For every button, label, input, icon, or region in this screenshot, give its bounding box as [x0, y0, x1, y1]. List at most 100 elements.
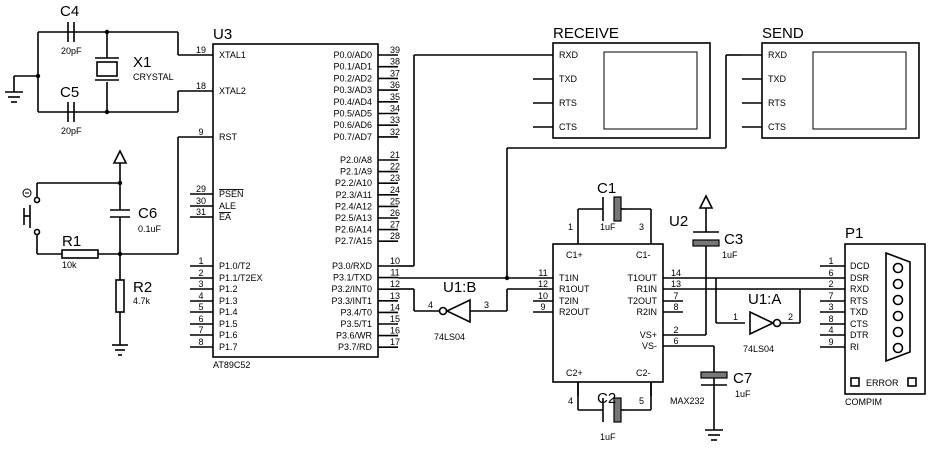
max232-pin-11-label: T1IN — [559, 273, 579, 283]
u3-pin-18-label: XTAL2 — [219, 86, 246, 96]
max232-pin-9-label: R2OUT — [559, 307, 590, 317]
max232-pin-12-label: R1OUT — [559, 284, 590, 294]
max232-pin-13-label: R1IN — [636, 284, 657, 294]
u3-pin-15-number: 15 — [390, 314, 400, 324]
p1-pin-8-label: CTS — [850, 319, 868, 329]
u3-pin-21-number: 21 — [390, 150, 400, 160]
u3-pin-29-label: PSEN — [219, 189, 244, 199]
u3-pin-13-number: 13 — [390, 291, 400, 301]
u3-pin-3-number: 3 — [198, 279, 203, 289]
u3-pin-8-number: 8 — [198, 337, 203, 347]
u3-pin-22-label: P2.1/A9 — [340, 167, 372, 177]
c2-ref: C2 — [597, 390, 616, 407]
p1-pin-8-number: 8 — [828, 314, 833, 324]
u3-pin-10-number: 10 — [390, 256, 400, 266]
max232-pin-11-number: 11 — [538, 268, 547, 278]
p1-pin-2-number: 2 — [828, 279, 833, 289]
u3-pin-12-number: 12 — [390, 279, 400, 289]
max232-pin-6-number: 6 — [673, 336, 678, 346]
u1a-part: 74LS04 — [743, 344, 774, 354]
max232-pin-14-number: 14 — [671, 268, 681, 278]
max232-pin-7-number: 7 — [673, 291, 678, 301]
u3-pin-38-number: 38 — [390, 57, 400, 67]
u3-pin-11-number: 11 — [390, 268, 399, 278]
capacitor-c1: C1 1uF — [597, 180, 625, 232]
u3-pin-9-label: RST — [219, 132, 238, 142]
max232-pin-14-label: T1OUT — [627, 273, 657, 283]
u3-pin-24-number: 24 — [390, 185, 400, 195]
p1-pin-9-label: RI — [850, 342, 859, 352]
u3-pin-2-label: P1.1/T2EX — [219, 273, 263, 283]
p1-pin-2-label: RXD — [850, 284, 870, 294]
p1-pin-3-number: 3 — [828, 302, 833, 312]
u3-pin-31-label: EA — [219, 212, 231, 222]
u3-pin-3-label: P1.2 — [219, 284, 238, 294]
u3-pin-2-number: 2 — [198, 268, 203, 278]
u3-pin-8-label: P1.7 — [219, 342, 238, 352]
c4-value: 20pF — [61, 46, 82, 56]
u1b-part: 74LS04 — [434, 332, 465, 342]
send-pin-rts: RTS — [768, 98, 786, 108]
max232-pin-9-number: 9 — [540, 302, 545, 312]
capacitor-c7: C7 1uF — [700, 370, 752, 399]
u3-pin-35-label: P0.4/AD4 — [333, 97, 372, 107]
u3-pin-4-number: 4 — [198, 291, 203, 301]
u3-pin-30-number: 30 — [196, 196, 206, 206]
p1-pin-6-label: DSR — [850, 273, 870, 283]
u3-pin-25-label: P2.4/A12 — [335, 201, 372, 211]
u3-part: AT89C52 — [213, 360, 250, 370]
send-pin-rxd: RXD — [768, 50, 788, 60]
u3-pin-33-number: 33 — [390, 115, 400, 125]
r2-value: 4.7k — [133, 296, 151, 306]
u3-pin-36-number: 36 — [390, 80, 400, 90]
u3-pin-28-label: P2.7/A15 — [335, 236, 372, 246]
u3-pin-4-label: P1.3 — [219, 296, 238, 306]
c3-value: 1uF — [722, 250, 738, 260]
u1b-in-pin: 3 — [484, 300, 489, 310]
u3-pin-23-label: P2.2/A10 — [335, 178, 372, 188]
max232-c1p-label: C1+ — [566, 250, 583, 260]
c4-ref: C4 — [60, 3, 79, 20]
u3-pin-19-number: 19 — [196, 45, 206, 55]
max232-c2p-label: C2+ — [566, 368, 583, 378]
u3-pin-26-label: P2.5/A13 — [335, 213, 372, 223]
u3-pin-1-label: P1.0/T2 — [219, 261, 251, 271]
u3-pin-16-label: P3.6/WR — [336, 331, 373, 341]
u3-pin-36-label: P0.3/AD3 — [333, 85, 372, 95]
p1-pin-9-number: 9 — [828, 337, 833, 347]
u3-pin-15-label: P3.5/T1 — [340, 319, 372, 329]
c7-ref: C7 — [733, 370, 752, 387]
c7-value: 1uF — [735, 389, 751, 399]
max232-pin-1: 1 — [568, 222, 573, 232]
send-pin-cts: CTS — [768, 122, 786, 132]
max232-pin-2-number: 2 — [673, 325, 678, 335]
capacitor-c3: C3 1uF — [692, 231, 743, 260]
u3-pin-17-number: 17 — [390, 337, 400, 347]
c2-value: 1uF — [600, 432, 616, 442]
receive-pin-rxd: RXD — [559, 50, 579, 60]
max232-pin-6-label: VS- — [642, 341, 657, 351]
p1-pin-1-number: 1 — [828, 256, 833, 266]
u3-pin-32-number: 32 — [390, 127, 400, 137]
p1-pin-1-label: DCD — [850, 261, 870, 271]
u3-pin-23-number: 23 — [390, 173, 400, 183]
receive-pin-rts: RTS — [559, 98, 577, 108]
p1-pin-4-label: DTR — [850, 330, 869, 340]
r1-value: 10k — [62, 260, 77, 270]
u1b-out-pin: 4 — [428, 300, 433, 310]
u3-pin-33-label: P0.6/AD6 — [333, 120, 372, 130]
x1-ref: X1 — [133, 54, 151, 71]
u1b-ref: U1:B — [443, 279, 476, 296]
u3-pin-17-label: P3.7/RD — [338, 342, 373, 352]
inverter-u1a: U1:A 74LS04 1 2 — [733, 291, 793, 354]
u3-pin-27-label: P2.6/A14 — [335, 225, 372, 235]
u3-ref: U3 — [213, 26, 232, 43]
p1-pin-3-label: TXD — [850, 307, 869, 317]
c1-value: 1uF — [600, 222, 616, 232]
max232-pin-10-label: T2IN — [559, 296, 579, 306]
